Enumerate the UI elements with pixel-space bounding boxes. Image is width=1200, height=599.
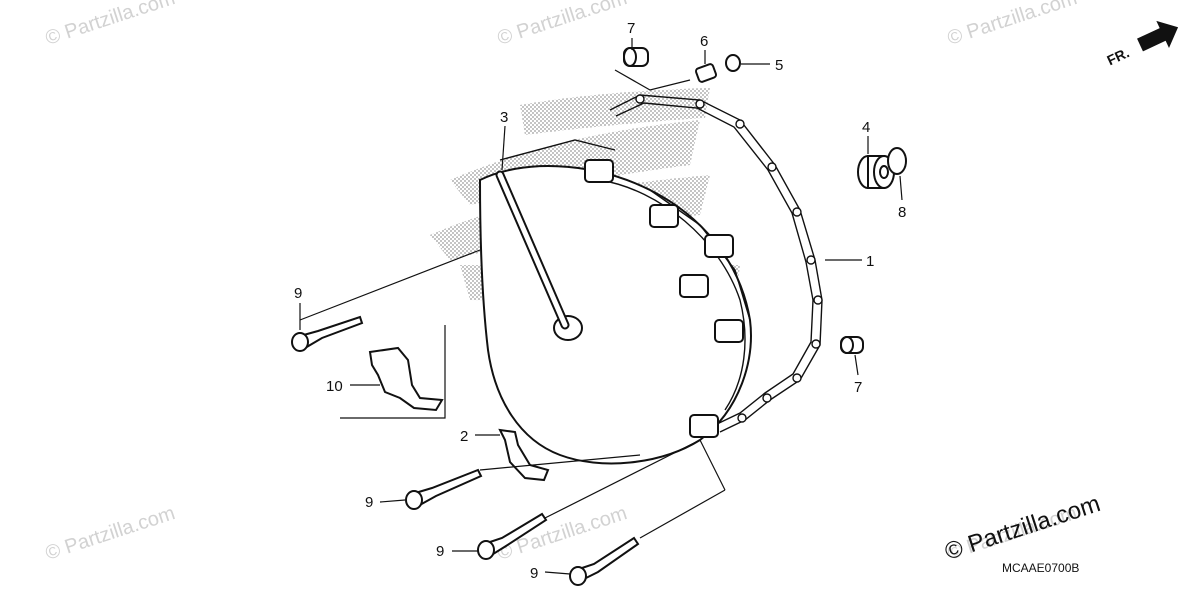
callout-part-9-low-left[interactable]: 9 <box>436 543 444 560</box>
collar-top <box>623 47 649 67</box>
washer <box>725 54 741 72</box>
bolt-mid <box>405 468 483 510</box>
bearing <box>857 155 895 189</box>
callout-part-7-top[interactable]: 7 <box>627 20 635 37</box>
watermark-top-left: © Partzilla.com <box>43 0 178 50</box>
copyright-text: © Partzilla.com <box>942 490 1104 566</box>
watermark-bottom-left: © Partzilla.com <box>43 502 178 565</box>
dowel-pin <box>694 63 718 83</box>
gasket-bolt-holes <box>635 94 823 423</box>
callout-part-6[interactable]: 6 <box>700 33 708 50</box>
front-indicator-label: FR. <box>1104 44 1131 68</box>
rear-case-cover-rim <box>599 179 746 411</box>
breather-tube-hose <box>499 139 616 161</box>
callout-part-7-right[interactable]: 7 <box>854 379 862 396</box>
leader-lines <box>299 38 903 575</box>
watermark-top-center: © Partzilla.com <box>495 0 630 50</box>
callout-part-10[interactable]: 10 <box>326 378 343 395</box>
gasket-outline-inner <box>615 102 814 425</box>
callout-part-9-mid[interactable]: 9 <box>365 494 373 511</box>
breather-tube-core <box>497 172 568 328</box>
watermark-top-right: © Partzilla.com <box>945 0 1080 50</box>
callout-part-1[interactable]: 1 <box>866 253 874 270</box>
front-direction-arrow: FR. <box>1104 20 1179 68</box>
diagram-code: MCAAE0700B <box>1002 561 1079 575</box>
bolt-low-left <box>477 512 548 560</box>
cover-bosses <box>584 159 744 438</box>
snap-ring <box>887 147 907 175</box>
bolt-upper <box>291 315 364 352</box>
callout-part-9-low-right[interactable]: 9 <box>530 565 538 582</box>
callout-part-4[interactable]: 4 <box>862 119 870 136</box>
stay-bracket <box>498 428 550 482</box>
rear-case-cover <box>478 165 752 465</box>
collar-right <box>840 336 864 354</box>
bolt-low-right <box>569 536 640 586</box>
callout-part-3[interactable]: 3 <box>500 109 508 126</box>
callout-part-8[interactable]: 8 <box>898 204 906 221</box>
callout-part-9-upper[interactable]: 9 <box>294 285 302 302</box>
callout-part-2[interactable]: 2 <box>460 428 468 445</box>
callout-part-5[interactable]: 5 <box>775 57 783 74</box>
wire-clamp <box>368 346 444 412</box>
